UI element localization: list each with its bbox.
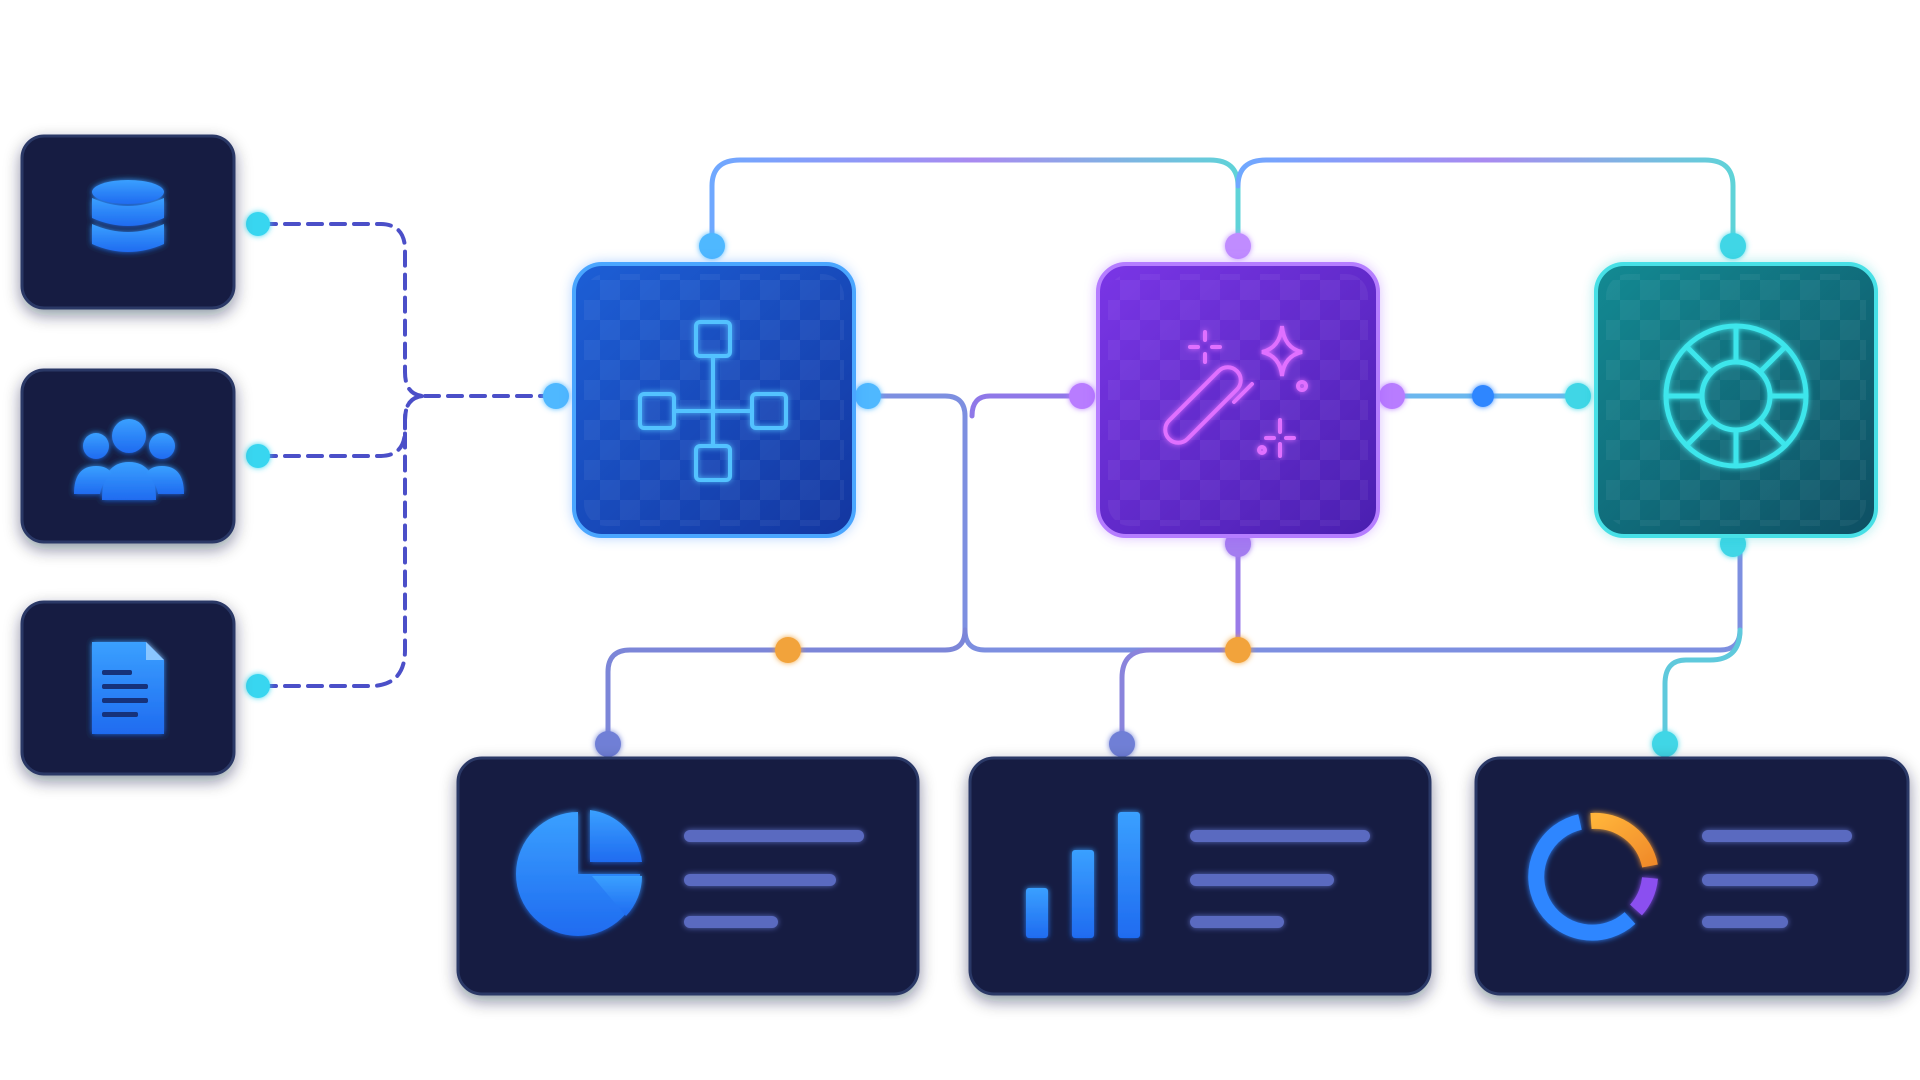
processor-card-settings[interactable] bbox=[1594, 262, 1878, 538]
processor-card-workflow[interactable] bbox=[572, 262, 856, 538]
processor-cards bbox=[572, 262, 1878, 538]
users-icon bbox=[74, 419, 184, 500]
donut-chart-icon bbox=[1528, 812, 1658, 941]
magic-wand-icon bbox=[1163, 325, 1308, 458]
bar-card-text-lines bbox=[1190, 830, 1370, 928]
port-workflow-out bbox=[855, 383, 881, 409]
port-workflow-in bbox=[543, 383, 569, 409]
source-card-database[interactable] bbox=[20, 134, 236, 310]
port-magic-top bbox=[1225, 233, 1251, 259]
port-output-bar bbox=[1109, 731, 1135, 757]
port-document bbox=[246, 674, 270, 698]
connector-document bbox=[260, 394, 427, 688]
port-users bbox=[246, 444, 270, 468]
connector-dots bbox=[246, 212, 1746, 757]
port-bus-orange-2 bbox=[1225, 637, 1251, 663]
port-output-pie bbox=[595, 731, 621, 757]
top-bus bbox=[709, 157, 1736, 249]
bottom-links bbox=[605, 627, 1743, 745]
processor-card-magic[interactable] bbox=[1096, 262, 1380, 538]
document-icon bbox=[92, 642, 164, 734]
connector-users bbox=[260, 394, 427, 458]
port-bus-mid bbox=[1472, 385, 1494, 407]
life-ring-icon bbox=[1663, 323, 1809, 469]
port-bus-orange-1 bbox=[775, 637, 801, 663]
bar-chart-icon bbox=[1026, 812, 1140, 938]
port-magic-out bbox=[1379, 383, 1405, 409]
output-cards bbox=[456, 756, 1910, 996]
source-dashed-connectors bbox=[260, 222, 550, 688]
port-teal-in bbox=[1565, 383, 1591, 409]
port-magic-in bbox=[1069, 383, 1095, 409]
pie-chart-icon bbox=[516, 810, 642, 936]
port-output-donut bbox=[1652, 731, 1678, 757]
database-icon bbox=[92, 180, 164, 252]
connector-database bbox=[260, 222, 427, 398]
workflow-icon bbox=[638, 320, 788, 482]
pie-card-text-lines bbox=[684, 830, 864, 928]
source-card-document[interactable] bbox=[20, 600, 236, 776]
source-cards bbox=[20, 134, 236, 776]
port-workflow-top bbox=[699, 233, 725, 259]
source-card-users[interactable] bbox=[20, 368, 236, 544]
port-teal-top bbox=[1720, 233, 1746, 259]
port-database bbox=[246, 212, 270, 236]
donut-card-text-lines bbox=[1702, 830, 1852, 928]
connectors bbox=[260, 157, 1743, 745]
